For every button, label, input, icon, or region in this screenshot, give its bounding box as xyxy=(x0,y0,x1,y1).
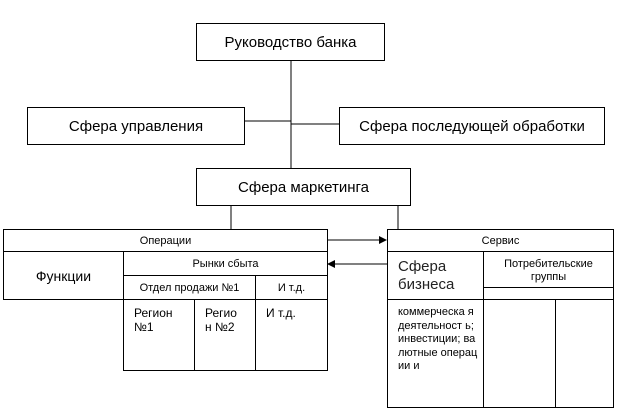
label: Сфера управления xyxy=(68,117,204,135)
empty-cell xyxy=(555,299,614,408)
label: И т.д. xyxy=(266,306,296,320)
business-sphere-cell: Сфера бизнеса xyxy=(387,251,484,300)
arrow-left xyxy=(327,260,387,268)
label: Функции xyxy=(35,267,92,284)
label: Рынки сбыта xyxy=(192,257,259,270)
marketing-sphere-box: Сфера маркетинга xyxy=(196,168,411,206)
operations-header: Операции xyxy=(3,229,328,252)
markets-cell: Рынки сбыта xyxy=(123,251,328,276)
label: Регион №1 xyxy=(134,306,173,334)
postprocessing-sphere-box: Сфера последующей обработки xyxy=(339,107,605,145)
label: Потребительские группы xyxy=(504,258,593,283)
label: Отдел продажи №1 xyxy=(139,281,240,294)
empty-cell xyxy=(483,299,556,408)
functions-cell: Функции xyxy=(3,251,124,300)
consumer-groups-cell: Потребительские группы xyxy=(483,251,614,288)
sales-dept-cell: Отдел продажи №1 xyxy=(123,275,256,300)
control-sphere-box: Сфера управления xyxy=(27,107,245,145)
label: Сервис xyxy=(481,234,520,247)
region1-cell: Регион №1 xyxy=(123,299,195,371)
etc2-cell: И т.д. xyxy=(255,299,328,371)
label: Руководство банка xyxy=(224,33,357,51)
label: Сфера бизнеса xyxy=(398,258,455,293)
etc-cell: И т.д. xyxy=(255,275,328,300)
label: Регио н №2 xyxy=(205,306,237,334)
service-header: Сервис xyxy=(387,229,614,252)
region2-cell: Регио н №2 xyxy=(194,299,256,371)
activities-cell: коммерческа я деятельност ь; инвестиции;… xyxy=(387,299,484,408)
label: Операции xyxy=(139,234,192,247)
label: И т.д. xyxy=(277,281,306,294)
label: коммерческа я деятельност ь; инвестиции;… xyxy=(398,306,478,372)
bank-management-box: Руководство банка xyxy=(196,23,385,61)
label: Сфера последующей обработки xyxy=(359,117,585,135)
label: Сфера маркетинга xyxy=(238,178,369,196)
arrow-right xyxy=(327,236,387,244)
